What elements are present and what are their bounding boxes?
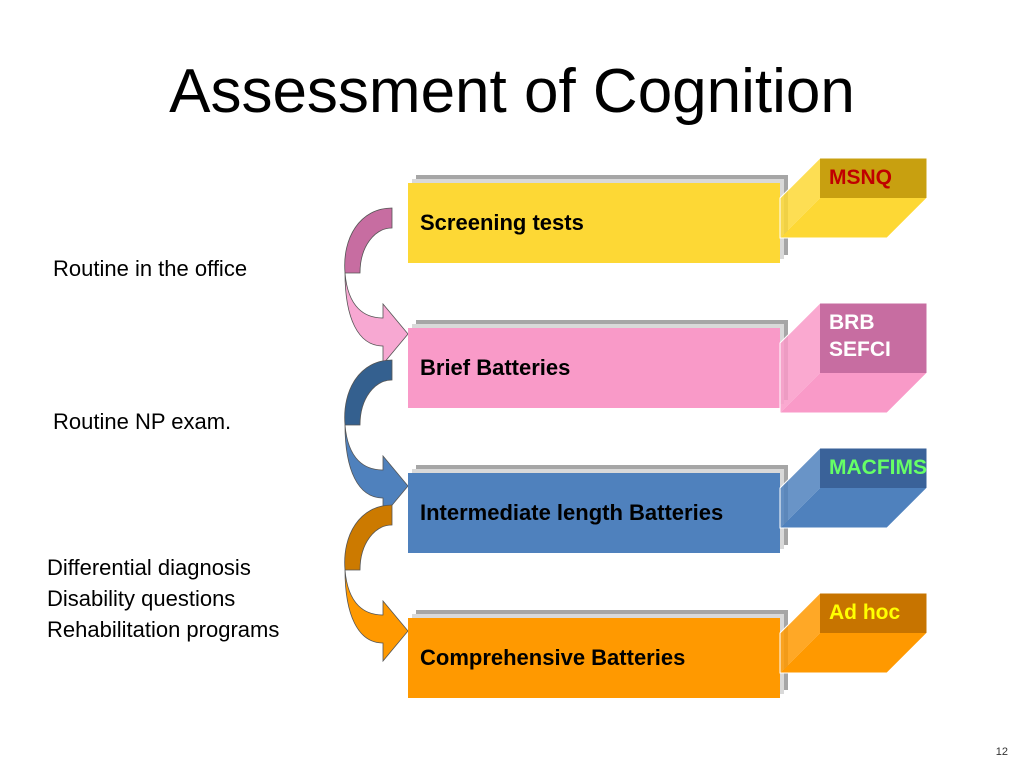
- page-number: 12: [995, 746, 1008, 758]
- tag-face: [820, 448, 927, 488]
- tag-bottom: [780, 633, 927, 673]
- box-intermediate: [408, 465, 788, 553]
- box-label-screening: Screening tests: [420, 210, 584, 235]
- tag-brief: [779, 302, 928, 414]
- tag-comprehensive: [779, 592, 928, 674]
- arrow-body: [344, 272, 409, 366]
- tag-label-comprehensive: Ad hoc: [829, 599, 900, 626]
- label-line: Routine in the office: [53, 256, 248, 281]
- label-routine-office: Routine in the office: [53, 253, 247, 284]
- label-routine-np: Routine NP exam.: [53, 406, 231, 437]
- tag-side: [780, 158, 820, 238]
- arrow-body: [344, 569, 409, 663]
- tag-side: [780, 303, 820, 413]
- arrow-group: [344, 207, 409, 663]
- arrow-curl: [344, 207, 393, 274]
- label-differential: Differential diagnosis Disability questi…: [47, 552, 279, 645]
- arrow-curl: [344, 504, 393, 571]
- tag-outline: [779, 592, 928, 674]
- tag-outline: [779, 157, 928, 239]
- box-label-brief: Brief Batteries: [420, 355, 571, 380]
- box-label-intermediate: Intermediate length Batteries: [420, 500, 724, 525]
- tag-bottom: [780, 488, 927, 528]
- box-face: [408, 473, 780, 553]
- arrow-curl: [344, 359, 393, 426]
- tag-line: BRB: [829, 311, 875, 334]
- slide-title: Assessment of Cognition: [169, 57, 855, 126]
- tag-bottom: [780, 198, 927, 238]
- tag-face: [820, 303, 927, 373]
- tag-outline: [779, 302, 928, 414]
- tag-screening: [779, 157, 928, 239]
- label-line: Disability questions: [47, 586, 236, 611]
- tag-intermediate: [779, 447, 928, 529]
- curved-arrow-differential: [344, 504, 409, 663]
- box-label-comprehensive: Comprehensive Batteries: [420, 645, 686, 670]
- tag-line: Ad hoc: [829, 601, 901, 624]
- box-face: [408, 328, 780, 408]
- tag-side: [780, 448, 820, 528]
- tag-label-intermediate: MACFIMS: [829, 454, 927, 481]
- tag-face: [820, 593, 927, 633]
- tag-face: [820, 158, 927, 198]
- label-line: Rehabilitation programs: [47, 617, 280, 642]
- box-comprehensive: [408, 610, 788, 698]
- box-screening: [408, 175, 788, 263]
- box-face: [408, 618, 780, 698]
- tag-outline: [779, 447, 928, 529]
- label-line: Routine NP exam.: [53, 409, 232, 434]
- curved-arrow-np-exam: [344, 359, 409, 518]
- tag-bottom: [780, 373, 927, 413]
- tag-side: [780, 593, 820, 673]
- tag-line: MSNQ: [829, 166, 892, 189]
- tag-line: SEFCI: [829, 338, 891, 361]
- box-group: [408, 157, 928, 698]
- label-line: Differential diagnosis: [47, 555, 251, 580]
- tag-label-brief: BRB SEFCI: [829, 309, 891, 363]
- box-face: [408, 183, 780, 263]
- curved-arrow-office: [344, 207, 409, 366]
- tag-line: MACFIMS: [829, 456, 927, 479]
- tag-label-screening: MSNQ: [829, 164, 892, 191]
- arrow-body: [344, 424, 409, 518]
- box-brief: [408, 320, 788, 408]
